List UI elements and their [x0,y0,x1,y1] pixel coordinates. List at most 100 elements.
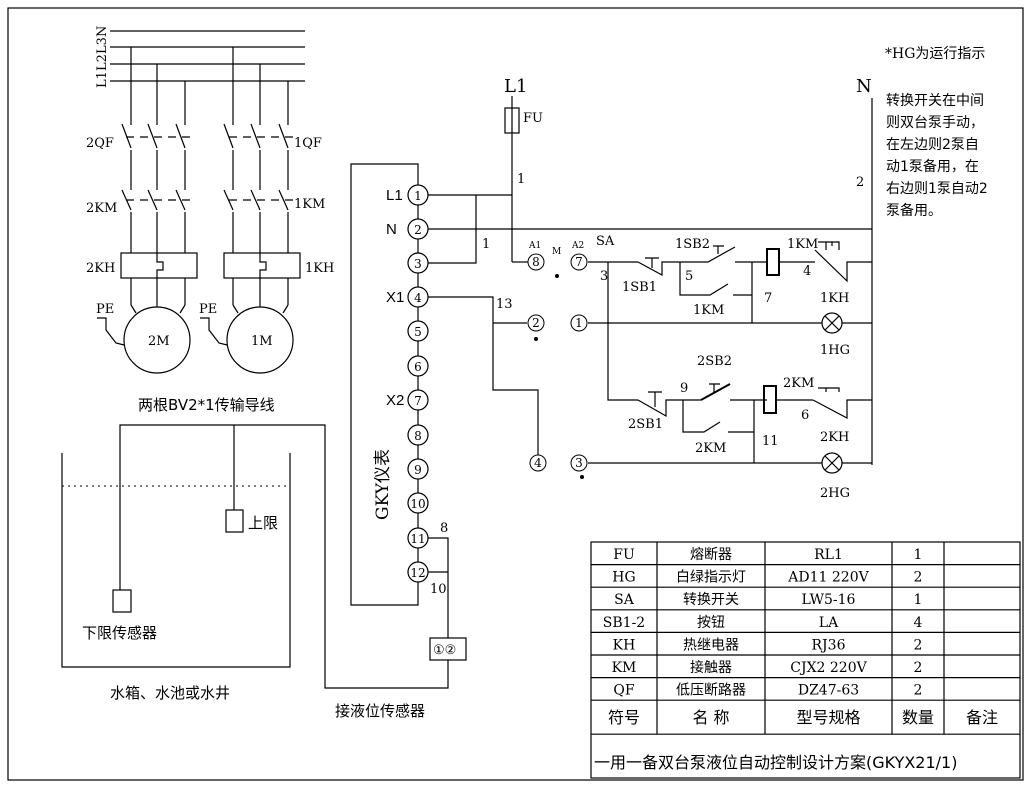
wire-number-13: 13 [496,297,513,312]
sa-contact-2: 2 [527,314,545,332]
pe-wire-left [97,317,125,346]
meter-terminal-2: 2 [407,218,429,240]
overload-1kh [814,249,872,283]
sa-contact-4: 4 [529,454,547,472]
terminal-number: 1 [414,189,422,203]
table-cell: 接触器 [690,659,732,676]
meter-terminal-3: 3 [407,252,429,274]
pushbutton-1sb2 [680,246,736,263]
sheet-border [7,7,1024,781]
bus-label-l2: L2 [95,54,110,71]
notes: *HG为运行指示 转换开关在中间则双台泵手动，在左边则2泵自动1泵备用，在右边则… [885,46,988,219]
svg-text:3: 3 [575,456,583,470]
lower-sensor [112,589,132,613]
sa-dot-m [555,274,559,278]
phase-1 [121,47,132,305]
terminal-number: 12 [410,566,425,580]
table-cell: LW5-16 [802,592,856,608]
phase-conductors [121,47,294,314]
wire-number-2: 2 [856,175,864,190]
terminal-number: 8 [414,429,422,443]
table-cell: QF [613,683,634,699]
node-9: 9 [680,381,688,396]
upper-sensor [225,509,244,533]
lamp-1hg [821,312,843,334]
tank-outline [61,453,291,668]
terminal-number: 5 [414,325,422,339]
sa-note-line: 转换开关在中间 [886,92,984,109]
table-cell: 2 [914,660,923,676]
overload-1kh-actuator [818,241,840,250]
meter-terminal-10: 10 [407,492,429,514]
hold-contact-1km-wire [679,262,729,296]
fuse-label: FU [523,111,543,126]
label-1km-power: 1KM [294,197,325,212]
sa-contact-3: 3 [570,454,588,472]
pe-wire-right [200,317,228,346]
label-2km-coil: 2KM [783,376,814,391]
table-cell: KM [612,660,637,676]
pushbutton-2sb1 [637,399,683,418]
breaker-contact [121,123,132,149]
coil-1km [766,248,780,276]
power-circuit: L1 L2 L3 N 2QF 1QF 2KM 1KM 2KH 1KH PE PE… [86,26,334,414]
phase-5 [250,64,261,305]
table-cell: 1 [914,592,923,608]
svg-text:2: 2 [532,316,540,330]
meter-terminal-12: 12 [407,561,429,583]
wire-x1 [428,296,539,455]
table-cell: 2 [914,637,923,653]
sa-note-line: 泵备用。 [886,202,942,219]
phase-4 [223,47,234,305]
terminal-number: 2 [414,223,422,237]
node-7: 7 [764,291,772,306]
table-cell: SB1-2 [603,615,645,631]
terminal-number: 6 [414,360,422,374]
table-header-cell: 名 称 [692,708,729,727]
lamp-2hg [821,452,843,474]
label-2km: 2KM [86,201,117,216]
phase-2 [147,64,158,305]
label-1kh-power: 1KH [305,261,334,276]
wire-number-10: 10 [430,582,447,597]
phase-3 [175,81,186,305]
table-cell: CJX2 220V [790,660,867,676]
sa-a1-label: A1 [528,241,541,251]
motor-2m [123,306,191,374]
table-cell: 白绿指示灯 [676,570,746,586]
sa-note-line: 动1泵备用，在 [886,158,979,175]
label-2hg: 2HG [820,486,850,501]
wire-t11 [428,537,449,638]
motor-1m [226,306,294,374]
table-header-row: 符号名 称型号规格数量备注 [608,708,998,727]
label-1km-hold: 1KM [693,303,724,318]
label-pe-right: PE [199,302,217,317]
wire-number-1: 1 [517,172,525,187]
table-cell: HG [612,570,635,586]
table-cell: 热继电器 [683,637,739,653]
wire-t3 [428,195,477,264]
table-cell: 低压断路器 [676,683,746,699]
label-2m: 2M [148,334,170,349]
label-1sb2: 1SB2 [675,237,710,252]
sa-note-line: 在左边则2泵自 [886,137,979,153]
pushbutton-2sb1-actuator [648,391,662,407]
terminal-number: 4 [414,291,422,305]
contactor-contact [223,189,234,211]
node-6: 6 [801,408,809,423]
thermal-relay-2kh [120,252,198,279]
label-pe-left: PE [96,302,114,317]
label-2km-hold: 2KM [695,441,726,456]
table-cell: 按钮 [697,615,725,631]
sa-contact-8: 8 [527,253,545,271]
meter-terminal-4: 4 [407,286,429,308]
meter-terminal-7: 7 [407,389,429,411]
